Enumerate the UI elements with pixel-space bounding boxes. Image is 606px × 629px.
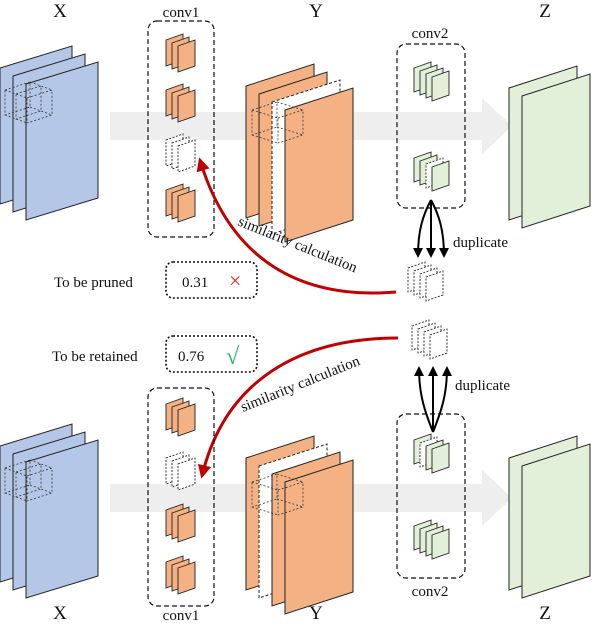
bottom-conv2-label: conv2 [412,584,449,600]
retained-score: To be retained 0.76 √ [52,335,258,373]
top-conv2-group [396,43,466,209]
pruned-score: To be pruned 0.31 × [54,261,258,299]
bottom-conv2-box [396,413,466,579]
top-duplicate-label: duplicate [453,235,508,251]
top-conv1-filter-pruned [165,133,196,173]
retained-check-icon: √ [226,344,240,370]
top-x-label: X [53,1,67,22]
bottom-similarity-label: similarity calculation [239,353,363,416]
top-conv1-filter-1 [165,33,196,73]
bottom-z-feature-maps [508,435,591,599]
bottom-row: X conv1 Y conv2 Z [0,387,591,624]
pruned-label: To be pruned [54,275,133,291]
bottom-conv1-label: conv1 [163,608,200,624]
retained-score-box [165,335,258,373]
top-conv1-label: conv1 [163,5,200,21]
bottom-conv2-group [396,413,466,579]
top-conv1-box [147,20,215,238]
bottom-conv1-box [147,387,215,607]
top-z-label: Z [539,1,551,22]
bottom-y-feature-maps [245,435,354,615]
pruned-value: 0.31 [182,275,208,291]
top-conv1-filter-2 [165,83,196,123]
bottom-x-feature-maps [0,423,99,599]
bottom-similarity-arrow [197,336,399,479]
pruned-cross-icon: × [229,268,241,293]
top-conv1-group [147,20,215,238]
top-row: X conv1 Y conv2 Z [0,1,591,243]
retained-label: To be retained [52,349,138,365]
top-conv1-filter-4 [165,183,196,223]
bottom-duplicate-arrows [414,366,452,433]
bottom-duplicate-label: duplicate [455,378,510,394]
top-y-label: Y [309,1,323,22]
top-z-feature-maps [508,65,591,229]
bottom-conv1-filter-3 [165,503,196,543]
bottom-conv1-filter-retained [165,451,196,491]
bottom-conv1-filter-1 [165,397,196,437]
top-x-feature-maps [0,45,99,221]
top-similarity-arrow [196,157,397,295]
retained-value: 0.76 [178,349,205,365]
bottom-z-label: Z [539,603,551,624]
top-duplicated-filter [407,261,444,302]
bottom-y-label: Y [309,603,323,624]
bottom-conv1-filter-4 [165,555,196,595]
top-duplicate-arrows [413,199,449,258]
bottom-conv2-filter-2 [413,519,450,560]
bottom-x-label: X [53,603,67,624]
top-conv2-filter-2 [413,151,450,192]
top-y-feature-maps [245,63,354,243]
top-conv2-filter-1 [413,61,450,102]
bottom-conv2-filter-1 [413,433,450,474]
bottom-duplicated-filter [411,319,448,360]
bottom-conv1-group [147,387,215,607]
pruned-score-box [165,261,258,299]
top-conv2-label: conv2 [412,26,449,42]
